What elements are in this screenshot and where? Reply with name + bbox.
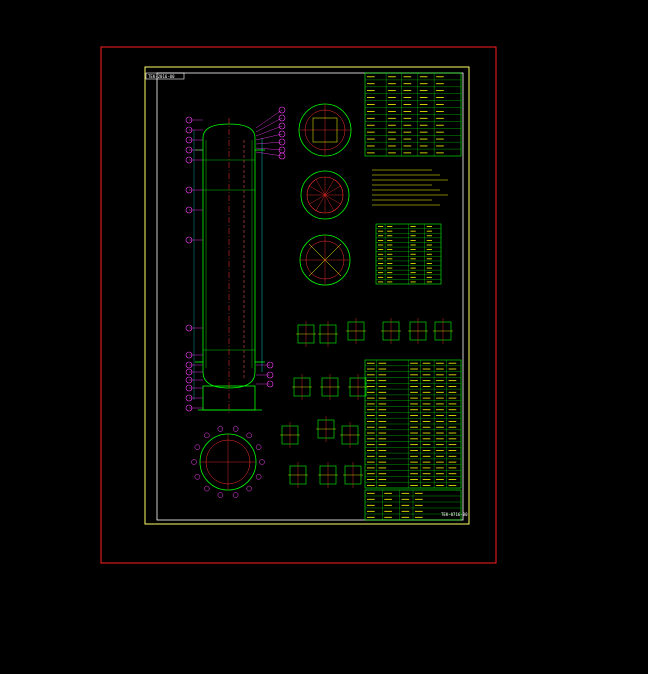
- part-balloon: [217, 426, 224, 432]
- vessel-elevation: [195, 123, 265, 411]
- part-balloon: [185, 324, 193, 332]
- title-tag-box: [145, 72, 185, 80]
- section-view-b: [300, 170, 350, 220]
- leader-line: [255, 141, 283, 145]
- part-balloon: [185, 186, 193, 194]
- part-balloon: [259, 459, 265, 465]
- section-view-d: [199, 433, 257, 491]
- inner-frame: [156, 72, 464, 521]
- part-balloon: [185, 146, 193, 154]
- spoke-line: [309, 185, 326, 196]
- leader-line: [255, 133, 283, 141]
- part-balloon: [185, 206, 193, 214]
- part-balloon: [185, 116, 193, 124]
- part-balloon: [185, 376, 193, 384]
- part-balloon: [185, 404, 193, 412]
- leader-line: [255, 117, 283, 133]
- part-balloon: [194, 444, 201, 450]
- part-balloon: [185, 156, 193, 164]
- drawing-frame: [144, 66, 470, 525]
- part-balloon: [194, 474, 201, 480]
- part-balloon: [204, 485, 210, 492]
- part-balloon: [185, 384, 193, 392]
- part-balloon: [246, 485, 252, 492]
- part-balloon: [255, 444, 262, 450]
- spoke-line: [309, 194, 326, 205]
- part-balloon: [246, 432, 252, 439]
- part-balloon: [185, 368, 193, 376]
- spoke-line: [324, 185, 341, 196]
- part-balloon: [255, 474, 262, 480]
- part-balloon: [232, 426, 239, 432]
- part-balloon: [185, 351, 193, 359]
- part-balloon: [185, 236, 193, 244]
- part-balloon: [266, 371, 274, 379]
- sheet-border: [100, 46, 497, 564]
- detail-views: [280, 318, 453, 488]
- leader-line: [255, 147, 283, 151]
- part-balloon: [217, 492, 224, 498]
- part-balloon: [278, 114, 286, 122]
- spoke-line: [315, 194, 326, 211]
- part-balloons-bottom: [191, 426, 265, 498]
- part-balloon: [185, 126, 193, 134]
- part-balloon: [266, 380, 274, 388]
- part-balloon: [278, 122, 286, 130]
- title-tag: TEK-2016-00: [148, 74, 175, 79]
- part-balloon: [266, 361, 274, 369]
- spoke-line: [315, 179, 326, 196]
- section-view-c: [299, 234, 351, 286]
- section-view-a: [298, 103, 352, 157]
- part-balloon: [185, 394, 193, 402]
- part-balloon: [232, 492, 239, 498]
- part-balloons-right: [255, 106, 286, 388]
- leader-line: [255, 151, 283, 157]
- spoke-line: [324, 194, 335, 211]
- part-balloon: [191, 459, 197, 465]
- part-balloon: [185, 361, 193, 369]
- part-balloon: [185, 136, 193, 144]
- drawing-number: TEK-0716-00: [441, 512, 468, 517]
- part-balloon: [278, 138, 286, 146]
- part-balloon: [278, 130, 286, 138]
- leader-line: [255, 125, 283, 137]
- part-balloon: [204, 432, 210, 439]
- spoke-line: [324, 179, 335, 196]
- part-balloon: [278, 106, 286, 114]
- tables: [364, 72, 462, 521]
- part-balloons-left: [185, 116, 203, 412]
- leader-line: [255, 109, 283, 129]
- spoke-line: [324, 194, 341, 205]
- part-balloon: [278, 152, 286, 160]
